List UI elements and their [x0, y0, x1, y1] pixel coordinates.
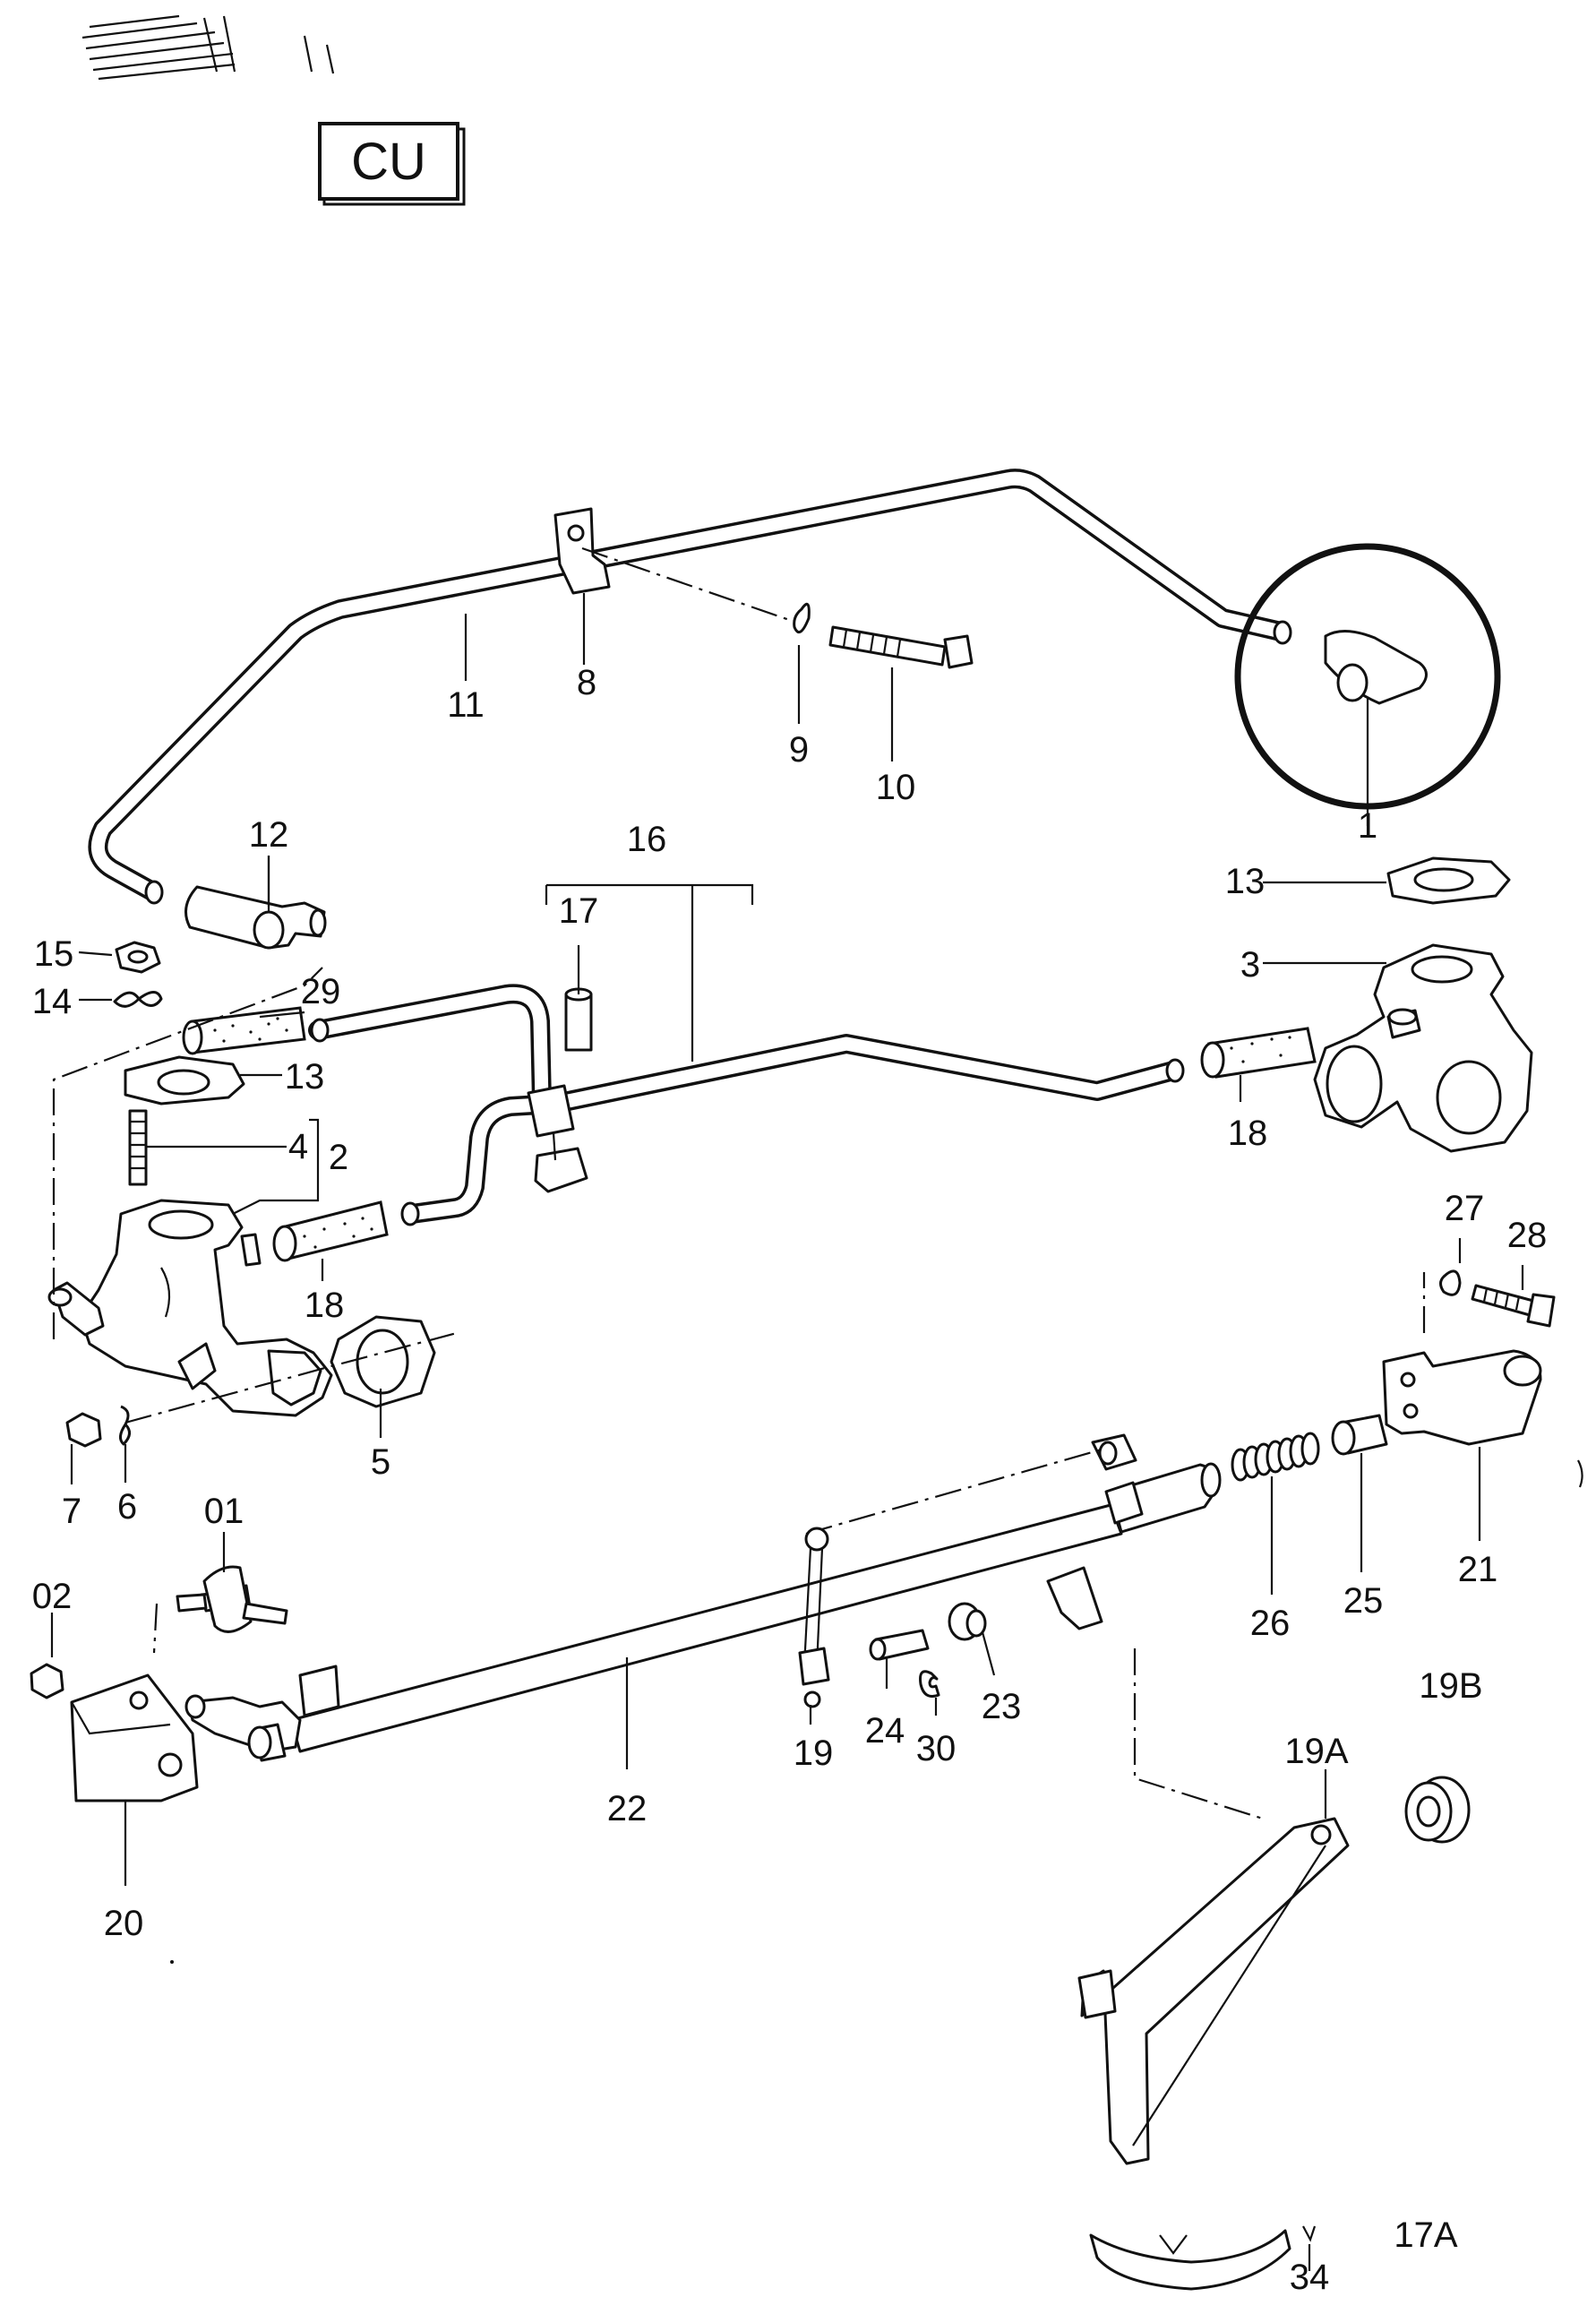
mounting-bracket: [1382, 1349, 1542, 1446]
logo-hatching: [82, 14, 335, 81]
callout-17a: 17A: [1394, 2215, 1457, 2255]
callout-10: 10: [876, 768, 916, 807]
callout-19a: 19A: [1284, 1732, 1348, 1771]
callout-labels: 11 8 9 10 1 12 16 17 13 15 14 29 13 3 4 …: [32, 663, 1548, 2297]
pin: [869, 1629, 930, 1661]
bolt-28: [1471, 1284, 1556, 1328]
washer-27: [1439, 1269, 1462, 1296]
heater-pipe-assembly: [308, 984, 1185, 1226]
vacuum-unit: [176, 1565, 288, 1633]
bottom-partial-part: [1089, 2225, 1317, 2291]
callout-16: 16: [627, 820, 667, 859]
bush-23: [948, 1602, 987, 1641]
nut-02: [30, 1663, 64, 1699]
callout-29: 29: [301, 972, 341, 1011]
callout-19: 19: [794, 1734, 834, 1773]
callout-22: 22: [607, 1789, 648, 1828]
operating-shaft: [184, 1433, 1222, 1762]
callout-21: 21: [1458, 1550, 1498, 1589]
lock-washer: [793, 602, 811, 634]
leader-lines: [50, 593, 1524, 1819]
ball-joint: [798, 1527, 830, 1708]
callout-3: 3: [1240, 945, 1260, 985]
washer-6: [119, 1405, 131, 1446]
bracket-19a: [1077, 1817, 1350, 2165]
callout-18-right: 18: [1228, 1114, 1268, 1153]
straight-hose-18-right: [1200, 1027, 1317, 1079]
sleeve: [564, 987, 593, 1052]
callout-27: 27: [1445, 1189, 1485, 1228]
callout-25: 25: [1343, 1581, 1384, 1621]
callout-30: 30: [916, 1729, 957, 1768]
elbow-hose: [184, 885, 327, 950]
bushing: [1331, 1414, 1388, 1456]
callout-18-left: 18: [305, 1286, 345, 1325]
hex-nut: [115, 941, 161, 974]
callout-20: 20: [104, 1904, 144, 1943]
flange-body-right: [1313, 943, 1533, 1153]
detail-circle: [1234, 543, 1501, 826]
callout-02: 02: [32, 1577, 73, 1616]
spring: [1231, 1432, 1320, 1482]
callout-26: 26: [1250, 1604, 1291, 1643]
callout-8: 8: [577, 663, 596, 702]
callout-28: 28: [1507, 1216, 1548, 1255]
callout-1: 1: [1358, 806, 1377, 846]
callout-34: 34: [1290, 2258, 1330, 2297]
callout-2: 2: [329, 1138, 348, 1177]
exhaust-gasket: [330, 1315, 436, 1408]
grommet: [1404, 1776, 1471, 1844]
edge-mark: [1577, 1459, 1583, 1488]
callout-23: 23: [982, 1687, 1022, 1726]
flange-body-left: [47, 1199, 333, 1417]
callout-9: 9: [789, 730, 809, 770]
callout-15: 15: [34, 934, 74, 974]
wave-washer: [113, 991, 163, 1008]
callout-11: 11: [447, 685, 485, 725]
callout-24: 24: [865, 1711, 905, 1751]
straight-hose-18-left: [272, 1200, 389, 1262]
straight-hose-29: [182, 1006, 306, 1055]
callout-19b: 19B: [1419, 1666, 1482, 1706]
callout-7: 7: [62, 1492, 82, 1531]
callout-17: 17: [559, 891, 599, 931]
speck: [170, 1960, 174, 1964]
callout-6: 6: [117, 1487, 137, 1527]
code-box: CU: [318, 122, 466, 206]
pipe-clamp: [553, 507, 611, 595]
callout-14: 14: [32, 982, 73, 1021]
callout-12: 12: [249, 815, 289, 855]
callout-5: 5: [371, 1442, 390, 1482]
return-pipe: [88, 469, 1292, 905]
circlip: [919, 1670, 940, 1698]
bolt: [828, 625, 974, 669]
gasket-left: [124, 1055, 245, 1105]
stud: [128, 1109, 148, 1186]
shaft-bracket: [70, 1673, 199, 1802]
callout-13-right: 13: [1225, 862, 1266, 901]
callout-13-left: 13: [285, 1057, 325, 1097]
callout-4: 4: [288, 1127, 308, 1166]
callout-01: 01: [204, 1492, 245, 1531]
code-box-label: CU: [351, 133, 426, 191]
gasket-right: [1386, 856, 1511, 905]
nut-7: [65, 1412, 102, 1448]
